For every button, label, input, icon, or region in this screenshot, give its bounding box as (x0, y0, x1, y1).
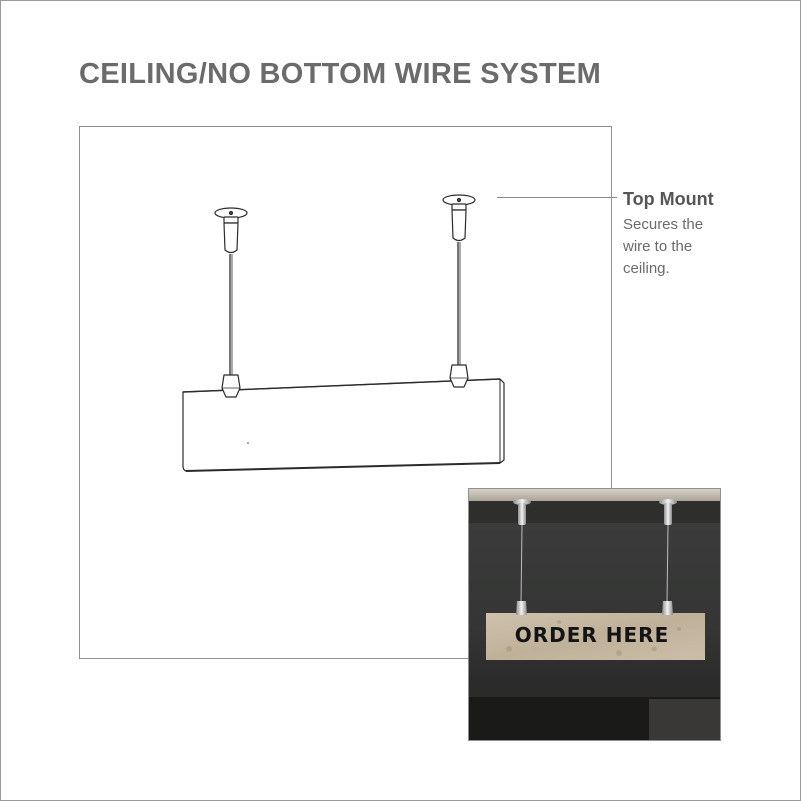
sign-panel-illustration (182, 378, 505, 472)
left-cable-gripper-icon (221, 374, 241, 398)
photo-sign-text: ORDER HERE (514, 623, 670, 647)
diagram-box (79, 126, 612, 659)
right-cable-gripper-icon (449, 364, 469, 388)
page-title: CEILING/NO BOTTOM WIRE SYSTEM (79, 58, 602, 90)
left-ceiling-mount-icon (214, 207, 248, 254)
example-photo: ORDER HERE (468, 488, 721, 741)
callout-leader-line (497, 197, 617, 198)
left-cable (229, 254, 233, 376)
photo-left-gripper-icon (516, 601, 527, 615)
photo-right-gripper-icon (662, 601, 673, 615)
callout-title: Top Mount (623, 189, 714, 209)
right-cable (457, 242, 461, 366)
photo-sign-panel (486, 613, 705, 660)
photo-scene (469, 489, 720, 740)
right-ceiling-mount-icon (442, 194, 476, 242)
callout-description: Secures the wire to the ceiling. (623, 216, 704, 277)
photo-left-mount-icon (513, 499, 531, 525)
photo-right-mount-icon (659, 499, 677, 525)
